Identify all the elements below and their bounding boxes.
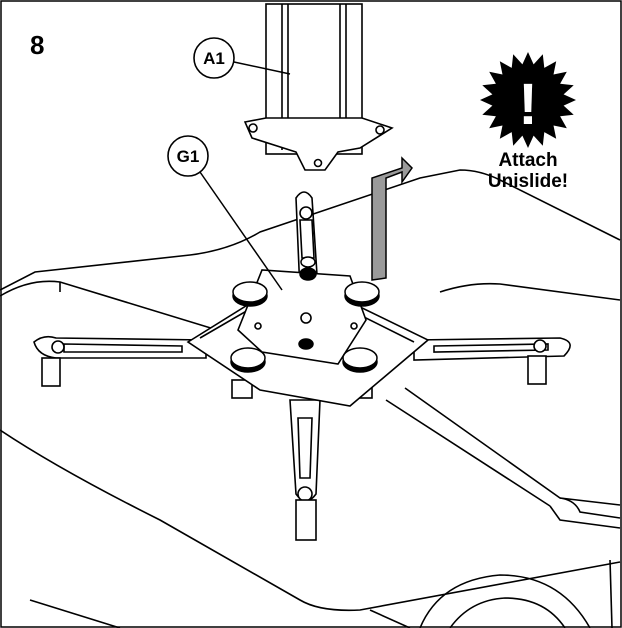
projector-body (0, 169, 621, 628)
warning-line-2: Unislide! (487, 171, 569, 192)
exclamation-starburst-icon: ! (480, 52, 576, 148)
callout-a1-label: A1 (203, 49, 225, 68)
step-number: 8 (30, 30, 45, 60)
callout-g1: G1 (167, 135, 283, 291)
callout-a1: A1 (193, 37, 291, 79)
adjustment-knobs (230, 256, 380, 373)
callout-g1-label: G1 (177, 147, 200, 166)
mount-arms (33, 191, 571, 541)
warning-caption: Attach Unislide! (468, 150, 588, 192)
insertion-arrow (371, 156, 413, 281)
mounting-plate-g1 (186, 269, 430, 407)
column-a1 (243, 3, 394, 171)
warning-symbol: ! (518, 72, 537, 137)
warning-line-1: Attach (498, 150, 558, 171)
